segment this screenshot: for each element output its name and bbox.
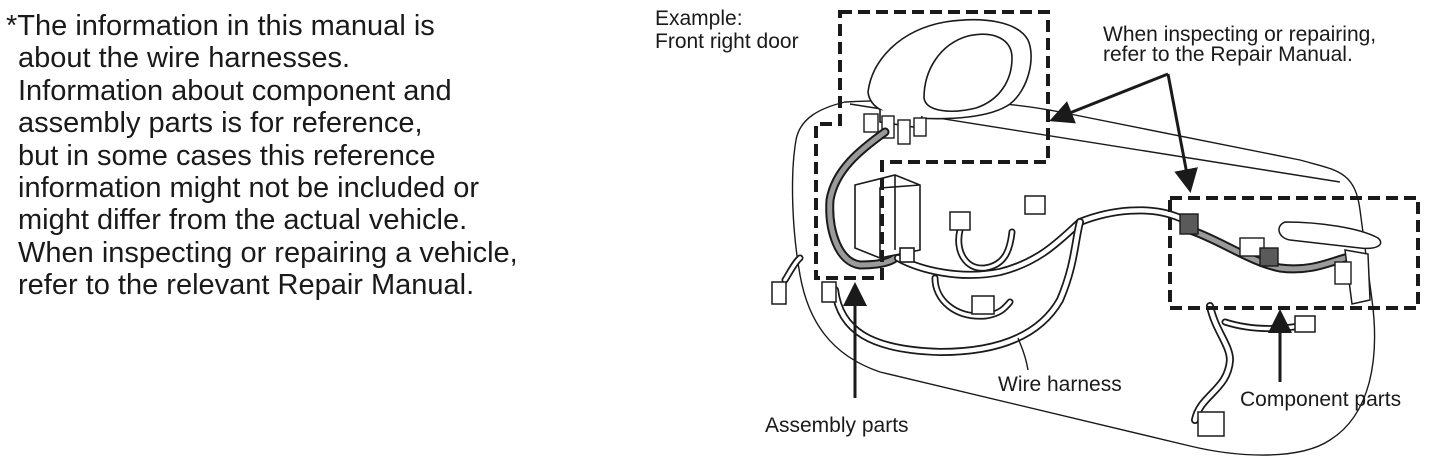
component-parts-text: Component parts xyxy=(1240,388,1402,411)
component-parts-box xyxy=(1168,196,1420,310)
example-label-sub: Front right door xyxy=(655,31,799,52)
component-parts-label: Component parts xyxy=(1240,389,1401,410)
note-line: *The information in this manual is xyxy=(6,10,435,42)
assembly-parts-text: Assembly parts xyxy=(765,414,909,437)
note-line: Information about component and xyxy=(18,74,452,107)
component-connectors xyxy=(1179,213,1352,285)
note-line: When inspecting or repairing a vehicle, xyxy=(18,236,518,269)
note-line: about the wire harnesses. xyxy=(18,42,351,75)
example-label-line1: Example: xyxy=(655,7,743,30)
wire-harness xyxy=(781,127,1350,424)
note-line: information might not be included or xyxy=(18,172,480,205)
callout-arrows xyxy=(843,72,1292,398)
callout-label-line2: refer to the Repair Manual. xyxy=(1103,43,1353,66)
assembly-parts-box xyxy=(814,10,1050,280)
assembly-parts-label: Assembly parts xyxy=(765,415,909,436)
note-line: but in some cases this reference xyxy=(18,139,436,172)
door-module xyxy=(854,174,921,263)
manual-note: *The information in this manual is about… xyxy=(6,10,626,302)
wire-harness-label: Wire harness xyxy=(998,374,1122,395)
note-line: refer to the relevant Repair Manual. xyxy=(18,269,475,302)
note-line: might differ from the actual vehicle. xyxy=(18,204,468,237)
wire-harness-text: Wire harness xyxy=(998,373,1122,396)
callout-label-line1: When inspecting or repairing, xyxy=(1103,23,1377,46)
callout-label: When inspecting or repairing, xyxy=(1103,24,1376,45)
note-line: assembly parts is for reference, xyxy=(18,107,423,140)
mirror-connector xyxy=(863,113,927,145)
example-label-line2: Front right door xyxy=(655,30,799,53)
wire-harness-leader xyxy=(1017,337,1029,371)
side-mirror xyxy=(867,19,1032,129)
callout-label-sub: refer to the Repair Manual. xyxy=(1103,44,1353,65)
harness-connectors xyxy=(771,195,1316,437)
example-label: Example: xyxy=(655,8,743,29)
